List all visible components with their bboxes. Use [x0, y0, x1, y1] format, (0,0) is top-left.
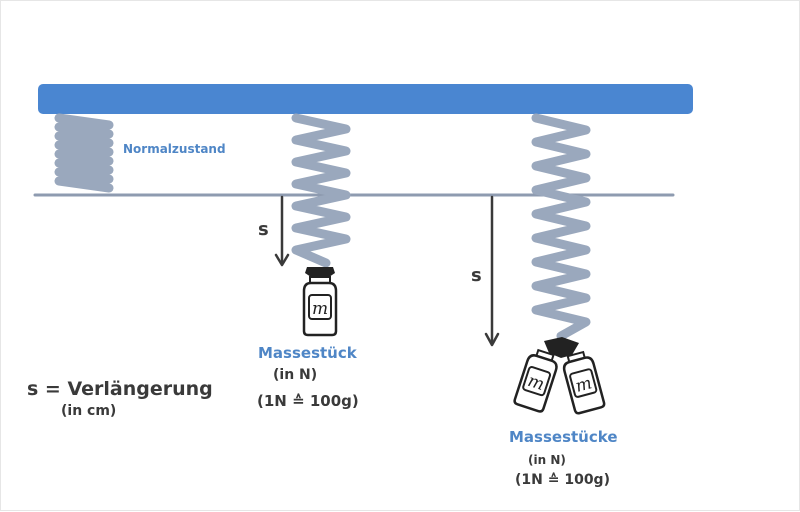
normal-state-label: Normalzustand — [123, 142, 226, 156]
extension-s-left: s — [258, 219, 269, 240]
mass-single-conversion: (1N ≙ 100g) — [257, 392, 359, 410]
weight-letter: m — [573, 373, 594, 396]
weight-letter: m — [312, 299, 328, 319]
mass-single-title: Massestück — [258, 344, 357, 362]
arrow-down-icon — [484, 195, 500, 347]
mass-weight-icon: m — [302, 267, 338, 337]
mass-single-unit: (in N) — [273, 367, 318, 383]
mass-weight-icon: m m — [513, 337, 606, 415]
arrow-down-icon — [274, 195, 290, 267]
mass-double-conversion: (1N ≙ 100g) — [515, 472, 610, 488]
legend-s: s = Verlängerung — [27, 378, 213, 400]
spring-icon — [531, 113, 591, 341]
legend-unit: (in cm) — [61, 403, 117, 419]
mass-double-title: Massestücke — [509, 428, 618, 446]
weight-letter: m — [525, 371, 547, 395]
mass-double-unit: (in N) — [528, 453, 566, 467]
extension-s-right: s — [471, 265, 482, 286]
spring-icon — [291, 113, 351, 268]
spring-icon — [54, 113, 114, 193]
ceiling-bar — [38, 84, 693, 114]
